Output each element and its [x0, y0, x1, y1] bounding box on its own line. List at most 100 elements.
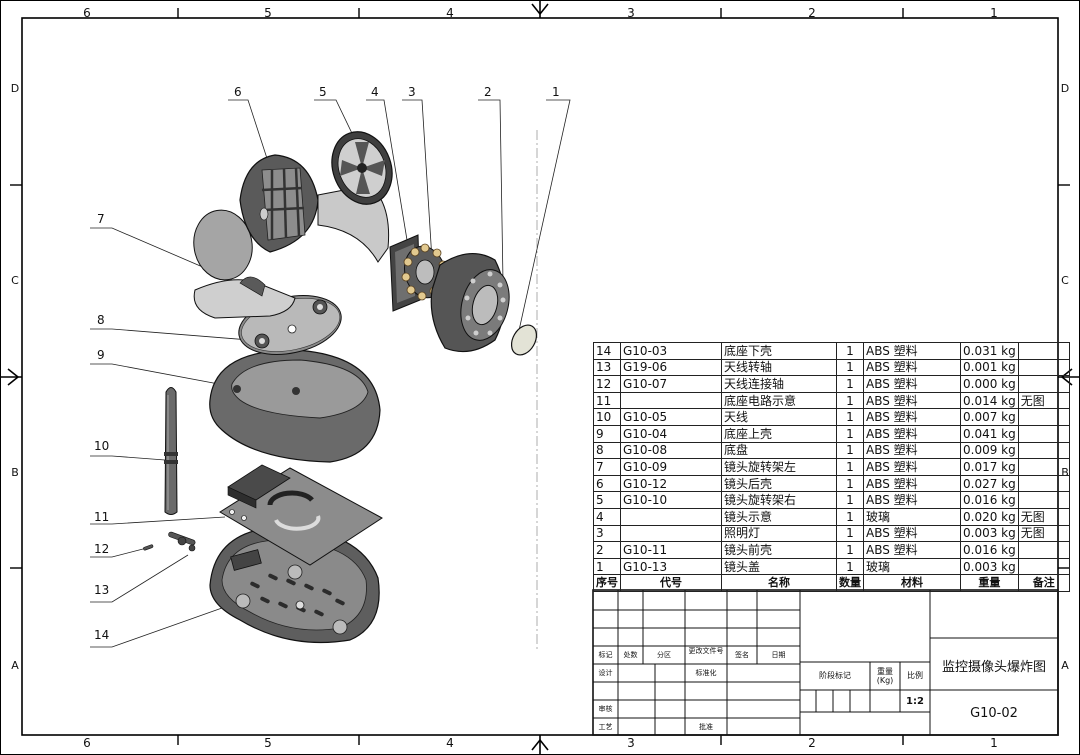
bom-cell-note	[1017, 375, 1070, 393]
bom-cell-code: G10-09	[620, 458, 722, 476]
zone-bottom-5: 5	[264, 736, 272, 750]
bom-cell-material: 玻璃	[863, 507, 961, 526]
bom-cell-weight: 0.003 kg	[960, 524, 1019, 543]
bom-header-material: 材料	[863, 574, 961, 592]
bom-cell-note	[1017, 441, 1070, 460]
bom-cell-qty: 1	[836, 541, 864, 559]
zone-top-5: 5	[264, 6, 272, 20]
bom-cell-note	[1017, 458, 1070, 476]
bom-cell-no: 6	[593, 474, 621, 493]
bom-cell-name: 底座上壳	[721, 424, 837, 443]
bom-cell-weight: 0.009 kg	[960, 441, 1019, 460]
bom-cell-name: 天线连接轴	[721, 375, 837, 393]
bom-header-row: 序号 代号 名称 数量 材料 重量 备注	[593, 574, 1070, 592]
bom-cell-qty: 1	[836, 424, 864, 443]
tb-label-standardize: 标准化	[695, 669, 717, 677]
bom-cell-code: G10-13	[620, 557, 722, 576]
bom-cell-name: 照明灯	[721, 524, 837, 543]
zone-left-D: D	[10, 82, 20, 95]
tb-label-sign: 签名	[735, 651, 749, 659]
bom-cell-note	[1017, 342, 1070, 360]
bom-cell-weight: 0.031 kg	[960, 342, 1019, 360]
bom-cell-weight: 0.041 kg	[960, 424, 1019, 443]
bom-cell-no: 5	[593, 491, 621, 509]
zone-left-C: C	[11, 274, 19, 287]
bom-cell-no: 1	[593, 557, 621, 576]
bom-cell-material: ABS 塑料	[863, 375, 961, 393]
part-2-lens-front-shell	[430, 253, 510, 353]
bom-header-qty: 数量	[836, 574, 864, 592]
zone-bottom-1: 1	[990, 736, 998, 750]
tb-label-stage: 阶段标记	[819, 671, 851, 680]
bom-cell-qty: 1	[836, 491, 864, 509]
part-6-lens-rear-shell	[239, 154, 319, 253]
tb-label-process: 工艺	[598, 723, 613, 731]
callout-12: 12	[94, 542, 110, 556]
zone-bottom-6: 6	[83, 736, 91, 750]
drawing-number: G10-02	[970, 706, 1018, 721]
bom-cell-name: 底座电路示意	[721, 391, 837, 410]
bom-cell-qty: 1	[836, 391, 864, 410]
bom-cell-material: ABS 塑料	[863, 458, 961, 476]
callout-13: 13	[94, 583, 110, 597]
callout-14: 14	[94, 628, 110, 642]
part-13-antenna-rotating-shaft	[168, 531, 196, 552]
part-12-antenna-connecting-shaft	[143, 544, 154, 551]
bom-cell-code: G19-06	[620, 358, 722, 377]
bom-cell-qty: 1	[836, 342, 864, 360]
callout-6: 6	[234, 85, 242, 99]
bom-cell-no: 2	[593, 541, 621, 559]
bom-cell-name: 天线	[721, 408, 837, 426]
bom-cell-weight: 0.016 kg	[960, 491, 1019, 509]
bom-cell-no: 11	[593, 391, 621, 410]
bom-cell-code: G10-04	[620, 424, 722, 443]
part-10-antenna	[164, 387, 178, 515]
zone-bottom-2: 2	[808, 736, 816, 750]
zone-top-3: 3	[627, 6, 635, 20]
bom-cell-no: 10	[593, 408, 621, 426]
bom-cell-no: 12	[593, 375, 621, 393]
bom-cell-name: 镜头旋转架左	[721, 458, 837, 476]
bom-cell-material: ABS 塑料	[863, 474, 961, 493]
bom-cell-qty: 1	[836, 507, 864, 526]
drawing-title: 监控摄像头爆炸图	[941, 660, 1046, 675]
bom-cell-note	[1017, 541, 1070, 559]
bom-cell-name: 天线转轴	[721, 358, 837, 377]
bom-header-no: 序号	[593, 574, 621, 592]
bom-cell-qty: 1	[836, 441, 864, 460]
bom-cell-material: ABS 塑料	[863, 342, 961, 360]
bom-cell-code: G10-12	[620, 474, 722, 493]
callout-8: 8	[97, 313, 105, 327]
callout-10: 10	[94, 439, 110, 453]
bom-cell-material: ABS 塑料	[863, 524, 961, 543]
bom-header-note: 备注	[1017, 574, 1070, 592]
bom-cell-name: 底盘	[721, 441, 837, 460]
part-1-lens-cover	[510, 324, 538, 356]
part-14-base-lower-shell	[209, 526, 380, 644]
bom-cell-weight: 0.014 kg	[960, 391, 1019, 410]
bom-cell-note	[1017, 474, 1070, 493]
zone-left-A: A	[11, 659, 19, 672]
bom-cell-name: 镜头盖	[721, 557, 837, 576]
bom-cell-code	[620, 507, 722, 526]
part-9-base-upper-shell	[209, 349, 381, 463]
bom-cell-code: G10-11	[620, 541, 722, 559]
tb-label-change-doc: 更改文件号	[688, 647, 724, 655]
bom-cell-qty: 1	[836, 524, 864, 543]
bom-cell-no: 8	[593, 441, 621, 460]
bom-cell-material: ABS 塑料	[863, 541, 961, 559]
bom-header-weight: 重量	[960, 574, 1019, 592]
bom-cell-weight: 0.017 kg	[960, 458, 1019, 476]
callout-2: 2	[484, 85, 492, 99]
bom-header-code: 代号	[620, 574, 722, 592]
bom-cell-qty: 1	[836, 557, 864, 576]
bom-cell-name: 镜头后壳	[721, 474, 837, 493]
